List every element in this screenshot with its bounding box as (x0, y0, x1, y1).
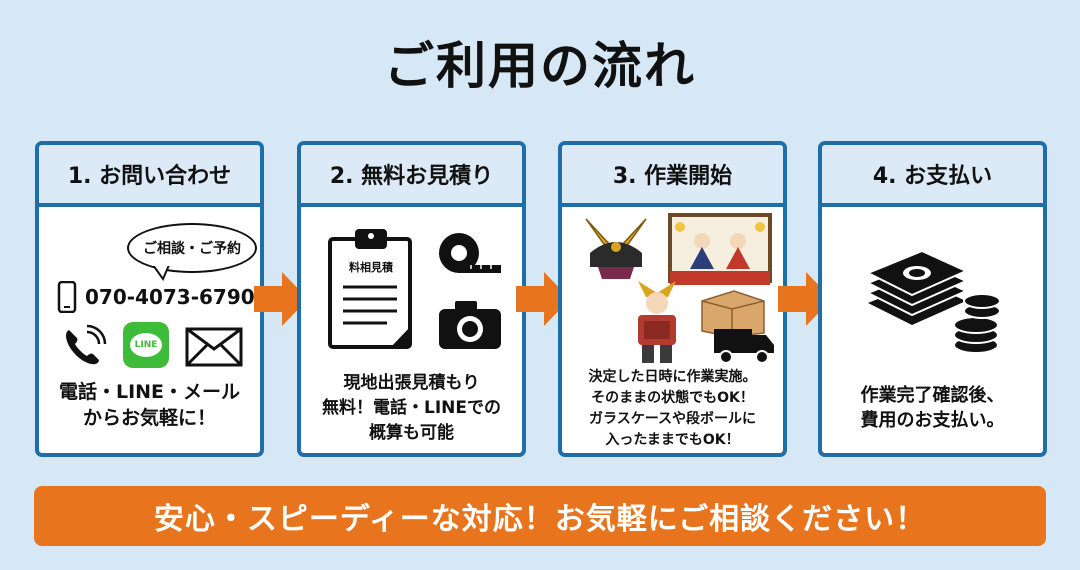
phone-icon (66, 324, 107, 365)
step-description: 電話・LINE・メール からお気軽に！ (58, 381, 241, 429)
step-card-inquiry: 1. お問い合わせ ご相談・ご予約 070-4073-6790 LINE (35, 141, 264, 457)
truck-icon (714, 329, 774, 364)
phone-number-row: 070-4073-6790 (57, 281, 255, 313)
money-stack-icon (865, 249, 969, 325)
line-icon: LINE (123, 322, 169, 368)
box-icon (701, 290, 765, 338)
bubble-tail (152, 261, 170, 282)
step-card-payment: 4. お支払い 作業完了確認後、 費用のお支払い。 (818, 141, 1047, 457)
consult-bubble: ご相談・ご予約 (127, 223, 257, 273)
step-description: 作業完了確認後、 費用のお支払い。 (860, 385, 1005, 431)
phone-number[interactable]: 070-4073-6790 (85, 285, 255, 309)
coins-icon (953, 293, 1001, 354)
mail-icon (185, 327, 243, 367)
step-heading: 3. 作業開始 (562, 145, 783, 207)
arrow-right-icon (516, 272, 570, 326)
kabuto-icon (585, 218, 647, 279)
step-card-work: 3. 作業開始 (558, 141, 787, 457)
hina-doll-case-icon (668, 213, 772, 285)
page-title: ご利用の流れ (384, 37, 696, 95)
step-description: 決定した日時に作業実施。 そのままの状態でもOK！ ガラスケースや段ボールに 入… (588, 369, 757, 448)
step-heading: 1. お問い合わせ (39, 145, 260, 207)
tape-measure-icon (439, 233, 501, 273)
cta-banner: 安心・スピーディーな対応！お気軽にご相談ください！ (34, 486, 1046, 546)
clipboard-icon: 料相見積 (328, 229, 412, 349)
camera-icon (439, 301, 501, 349)
step-description: 現地出張見積もり 無料！電話・LINEでの 概算も可能 (322, 373, 501, 443)
step-card-estimate: 2. 無料お見積り 料相見積 現地出張見積もり (297, 141, 526, 457)
svg-text:料相見積: 料相見積 (349, 260, 394, 274)
step-heading: 4. お支払い (822, 145, 1043, 207)
arrow-right-icon (254, 272, 308, 326)
step-heading: 2. 無料お見積り (301, 145, 522, 207)
smartphone-icon (57, 281, 77, 313)
samurai-doll-icon (638, 281, 676, 363)
